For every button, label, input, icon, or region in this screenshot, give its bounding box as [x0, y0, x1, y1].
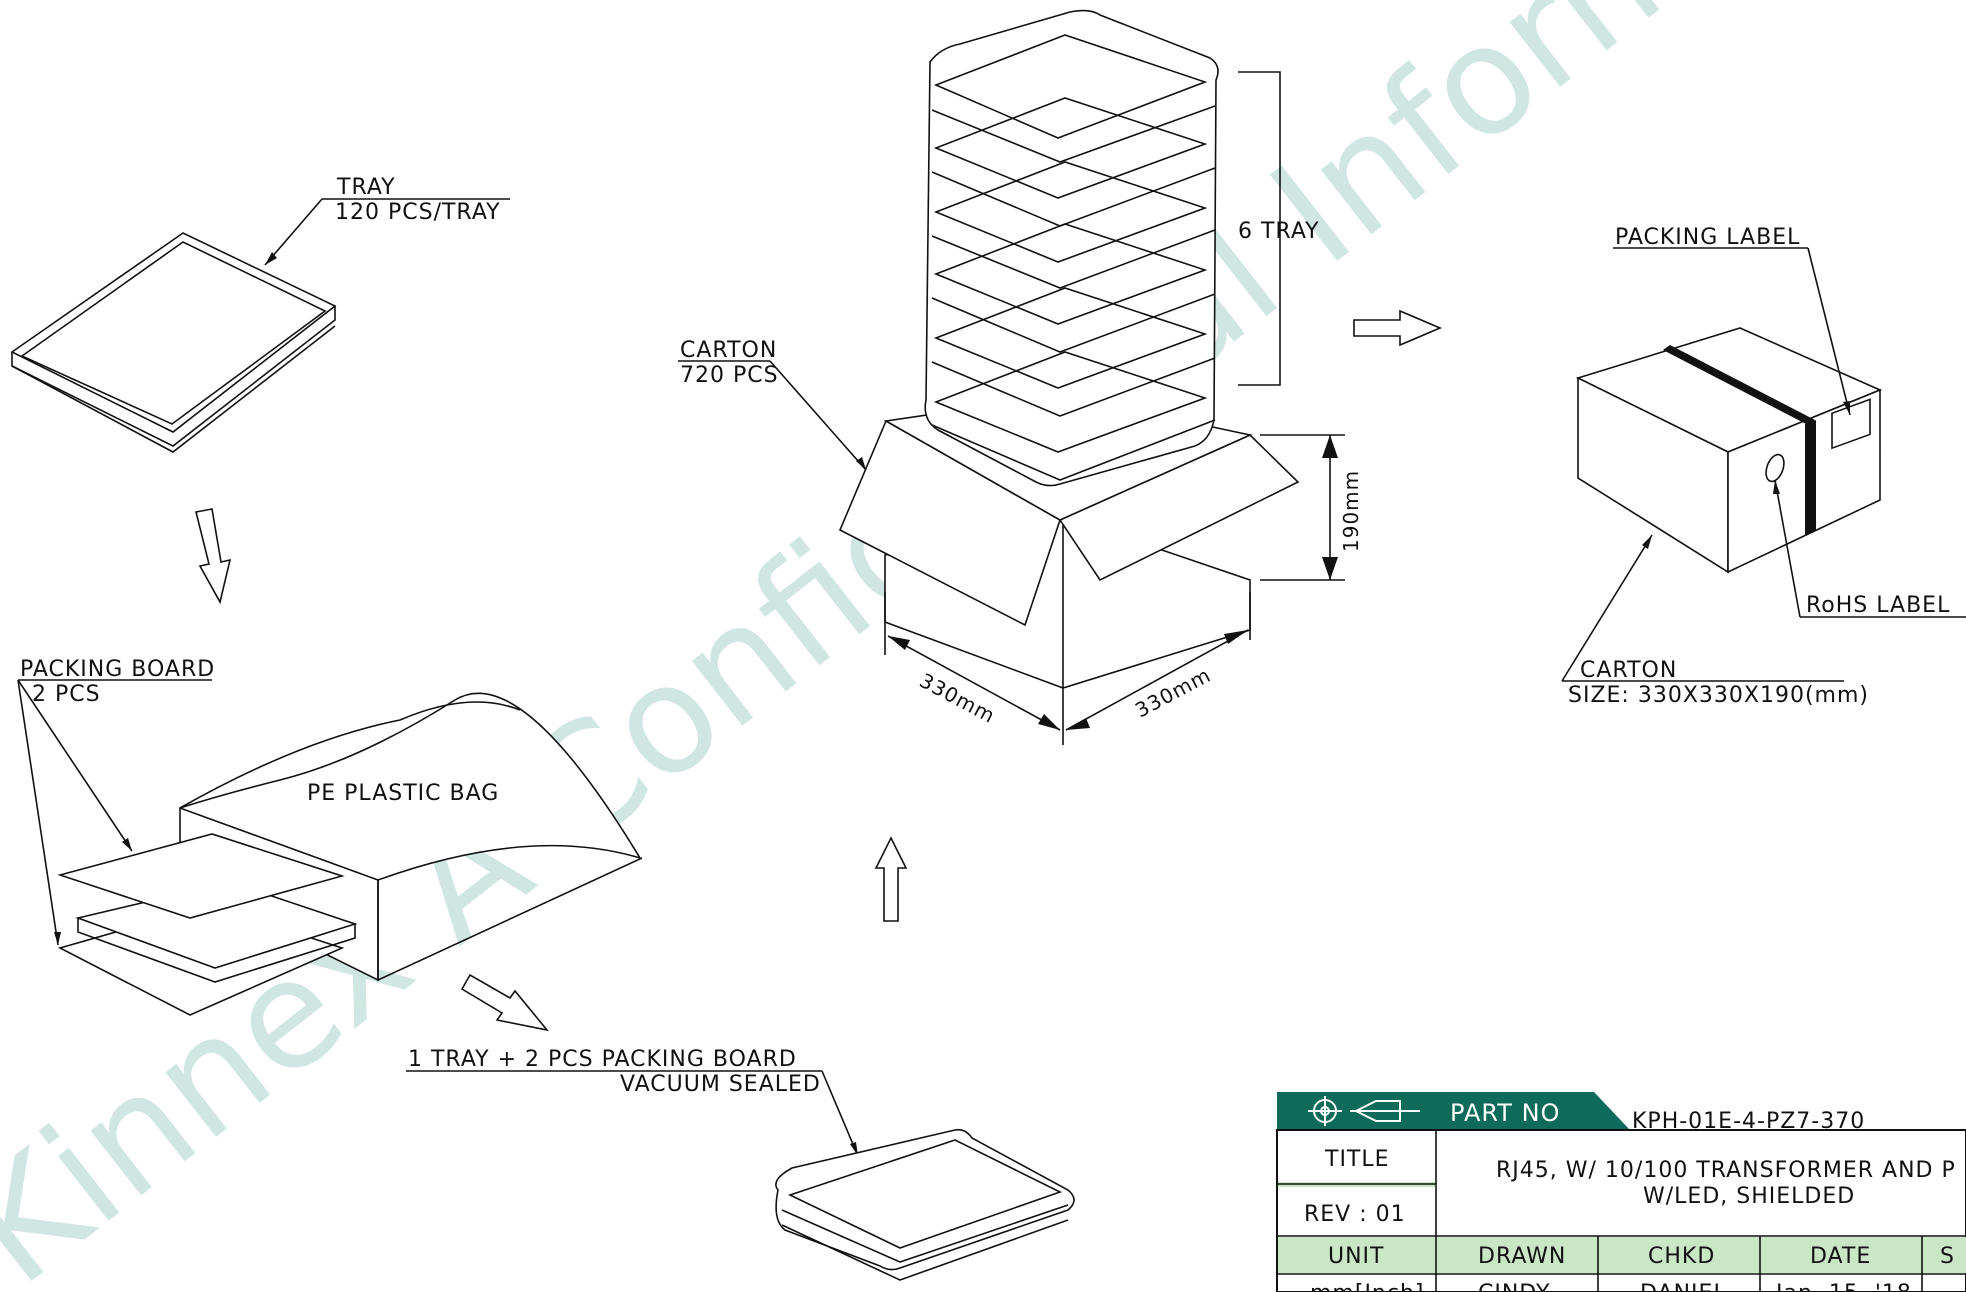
row-unit: mm[Inch]	[1310, 1281, 1425, 1292]
packing-board-qty-label: 2 PCS	[32, 682, 101, 707]
flow-arrow-2	[460, 973, 550, 1032]
rohs-label-callout: RoHS LABEL	[1773, 479, 1966, 618]
dimension-width-left-label: 330mm	[916, 668, 1000, 728]
closed-carton	[1575, 327, 1883, 574]
projection-symbol-icon	[1308, 1096, 1420, 1126]
row-drawn: CINDY	[1478, 1281, 1550, 1292]
carton-right-label: CARTON	[1580, 658, 1677, 683]
part-no-label: PART NO	[1450, 1099, 1560, 1127]
pe-bag-label: PE PLASTIC BAG	[307, 781, 499, 806]
header-date: DATE	[1810, 1244, 1871, 1269]
header-s: S	[1940, 1244, 1955, 1269]
tray-label: TRAY	[336, 175, 396, 200]
header-unit: UNIT	[1328, 1244, 1385, 1269]
flow-arrow-4	[1353, 309, 1443, 347]
six-tray-label: 6 TRAY	[1238, 219, 1320, 244]
bag-boards	[57, 833, 358, 1016]
rev-label: REV : 01	[1304, 1202, 1406, 1227]
single-tray	[10, 232, 337, 453]
header-chkd: CHKD	[1648, 1244, 1715, 1269]
row-chkd: DANIEL	[1640, 1281, 1727, 1292]
vacuum-label-line2: VACUUM SEALED	[620, 1072, 821, 1097]
packing-board-label: PACKING BOARD	[20, 657, 215, 682]
carton-label: CARTON	[680, 338, 777, 363]
row-date: Jan. 15. '18	[1774, 1281, 1912, 1292]
packing-label-text: PACKING LABEL	[1615, 225, 1800, 250]
vacuum-callout: 1 TRAY + 2 PCS PACKING BOARD VACUUM SEAL…	[406, 1047, 859, 1157]
carton-size-label: SIZE: 330X330X190(mm)	[1568, 683, 1869, 708]
packing-label-callout: PACKING LABEL	[1613, 225, 1851, 416]
carton-qty-label: 720 PCS	[680, 363, 779, 388]
tray-stack	[924, 9, 1219, 487]
dimension-height-label: 190mm	[1339, 470, 1363, 552]
title-line2: W/LED, SHIELDED	[1643, 1184, 1855, 1209]
packing-board-callout: PACKING BOARD 2 PCS	[17, 657, 215, 946]
vacuum-sealed-tray	[775, 1128, 1075, 1281]
flow-arrow-1	[195, 508, 232, 605]
dimension-height: 190mm	[1260, 434, 1363, 581]
vacuum-label-line1: 1 TRAY + 2 PCS PACKING BOARD	[408, 1047, 797, 1072]
flow-arrow-3	[874, 836, 908, 922]
carton-stack	[838, 9, 1300, 689]
tray-qty-label: 120 PCS/TRAY	[335, 200, 501, 225]
tray-callout: TRAY 120 PCS/TRAY	[264, 175, 510, 266]
title-label: TITLE	[1324, 1147, 1390, 1172]
rohs-label-text: RoHS LABEL	[1806, 593, 1950, 618]
header-drawn: DRAWN	[1478, 1244, 1566, 1269]
title-line1: RJ45, W/ 10/100 TRANSFORMER AND P	[1496, 1158, 1956, 1183]
six-tray-bracket: 6 TRAY	[1238, 71, 1320, 386]
carton-right-callout: CARTON SIZE: 330X330X190(mm)	[1561, 534, 1869, 708]
title-block: PART NO KPH-01E-4-PZ7-370 TITLE REV : 01…	[1276, 1092, 1966, 1292]
carton-callout: CARTON 720 PCS	[678, 338, 867, 471]
